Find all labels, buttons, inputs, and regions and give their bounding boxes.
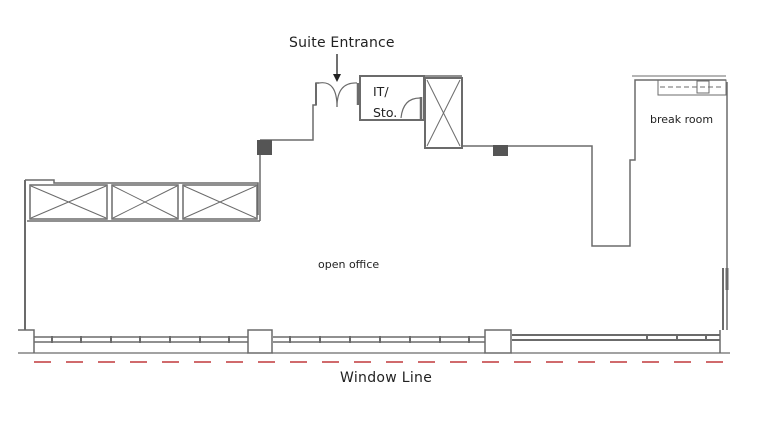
break-room-label: break room xyxy=(650,113,714,126)
it-storage-label-line2: Sto. xyxy=(373,105,398,120)
entrance-door-left xyxy=(318,82,338,108)
shaft xyxy=(424,77,463,149)
column-pier-1 xyxy=(247,329,273,354)
cabinet-1 xyxy=(29,184,108,220)
sink xyxy=(696,80,710,94)
column-1 xyxy=(257,140,272,155)
kitchen-counter xyxy=(657,79,727,96)
cabinet-3 xyxy=(182,184,258,220)
it-storage-label: IT/ Sto. xyxy=(373,81,397,123)
suite-entrance-label: Suite Entrance xyxy=(289,35,395,51)
entrance-door-right xyxy=(336,82,358,108)
it-storage-label-line1: IT/ xyxy=(373,84,389,99)
column-2 xyxy=(493,145,508,156)
open-office-label: open office xyxy=(318,258,380,271)
cabinet-2 xyxy=(111,184,179,220)
column-pier-2 xyxy=(484,329,512,354)
window-line-label: Window Line xyxy=(340,370,433,386)
